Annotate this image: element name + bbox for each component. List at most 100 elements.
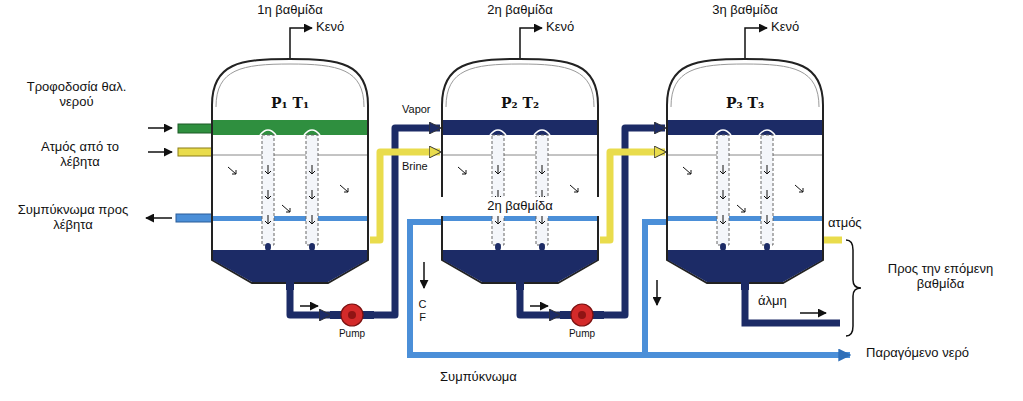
stage-heading: 1η βαθμίδα bbox=[257, 3, 322, 18]
pump-hub bbox=[578, 311, 586, 319]
vessel-outline bbox=[665, 55, 825, 290]
distribution-band bbox=[213, 120, 367, 135]
vapor-pipe bbox=[370, 152, 440, 240]
tube-inlet bbox=[534, 130, 550, 135]
condensate-band bbox=[213, 216, 367, 221]
flow-arrow bbox=[539, 165, 545, 174]
flow-arrow bbox=[282, 205, 290, 212]
flow-arrow bbox=[530, 305, 548, 307]
input-label: Ατμός από το λέβητα bbox=[24, 140, 136, 170]
vapor-pipe bbox=[600, 152, 665, 240]
vacuum-outlets bbox=[290, 28, 767, 59]
pump-label: Pump bbox=[339, 328, 365, 340]
flow-arrow bbox=[720, 215, 726, 224]
flow-arrow bbox=[300, 305, 318, 307]
stage-heading: 3η βαθμίδα bbox=[712, 3, 777, 18]
output-label: Συμπύκνωμα προς λέβητα bbox=[14, 203, 132, 233]
vessel-outline bbox=[210, 55, 370, 290]
pipe-label: Brine bbox=[400, 160, 430, 173]
evaporator-tube bbox=[306, 135, 318, 245]
droplet bbox=[764, 243, 770, 251]
distribution-band bbox=[668, 120, 822, 135]
evaporator-tube bbox=[761, 135, 773, 245]
outlet-stub bbox=[741, 282, 749, 290]
vessel-shell bbox=[212, 59, 368, 283]
flow-arrow bbox=[148, 151, 172, 153]
flow-arrow bbox=[458, 167, 466, 174]
tube-inlet bbox=[759, 130, 775, 135]
baffle-line bbox=[668, 155, 822, 156]
flow-arrow bbox=[495, 165, 501, 174]
outlet-stub bbox=[516, 282, 524, 290]
pump-casing bbox=[571, 304, 593, 326]
baffle-line bbox=[213, 155, 367, 156]
flow-arrow bbox=[495, 215, 501, 224]
distribution-band bbox=[443, 120, 597, 135]
pressure-temperature-label: P₃ T₃ bbox=[726, 95, 764, 111]
output-label: άλμη bbox=[758, 294, 787, 309]
vessel-shell bbox=[442, 59, 598, 283]
vessel-outline bbox=[440, 55, 600, 290]
flow-arrow bbox=[309, 215, 315, 224]
vessel-shell bbox=[667, 59, 823, 283]
flow-arrow bbox=[737, 205, 745, 212]
condensate-band bbox=[668, 216, 822, 221]
condensate-pipe bbox=[176, 214, 212, 222]
droplet bbox=[265, 243, 271, 251]
destination-label: Προς την επόμενη βαθμίδα bbox=[868, 262, 1013, 292]
droplet bbox=[539, 243, 545, 251]
evaporator-stage: 2η βαθμίδαP₂ T₂2η βαθμίδα bbox=[440, 55, 600, 290]
flow-arrow bbox=[265, 165, 271, 174]
vacuum-label: Κενό bbox=[771, 20, 799, 35]
tube-inlet bbox=[490, 130, 506, 135]
brine-pipe bbox=[290, 290, 330, 315]
vacuum-line bbox=[290, 28, 312, 59]
baffle-line bbox=[443, 155, 597, 156]
flow-arrow bbox=[539, 215, 545, 224]
flow-arrow bbox=[720, 165, 726, 174]
flow-arrow bbox=[265, 190, 271, 199]
pump-casing bbox=[341, 304, 363, 326]
flow-arrow bbox=[228, 167, 236, 174]
flow-arrow bbox=[656, 280, 658, 305]
pump-symbol: Pump bbox=[560, 302, 604, 342]
vacuum-line bbox=[520, 28, 542, 59]
vacuum-label: Κενό bbox=[546, 20, 574, 35]
droplet bbox=[309, 243, 315, 251]
brace bbox=[846, 240, 861, 336]
evaporator-stage: 1η βαθμίδαP₁ T₁ bbox=[210, 55, 370, 290]
brine-pipe bbox=[374, 128, 440, 315]
pipe-label: Vapor bbox=[400, 103, 433, 116]
flow-arrow bbox=[265, 215, 271, 224]
tube-inlet bbox=[715, 130, 731, 135]
tube-inlet bbox=[260, 130, 276, 135]
input-label: Τροφοδοσία θαλ. νερού bbox=[14, 80, 139, 110]
cf-label: C F bbox=[418, 298, 427, 323]
flow-arrow bbox=[340, 185, 348, 192]
pressure-temperature-label: P₁ T₁ bbox=[271, 95, 309, 111]
brine-pool bbox=[213, 250, 367, 282]
steam-pipe bbox=[178, 148, 212, 156]
flow-arrow bbox=[146, 217, 172, 219]
evaporator-tube bbox=[717, 135, 729, 245]
output-label: Παραγόμενο νερό bbox=[866, 346, 969, 361]
flow-arrow bbox=[795, 185, 803, 192]
flow-arrow bbox=[570, 185, 578, 192]
flow-arrow bbox=[720, 190, 726, 199]
flow-arrow bbox=[764, 190, 770, 199]
condensate-pipe bbox=[645, 222, 666, 355]
evaporator-tube bbox=[262, 135, 274, 245]
stage-heading: 2η βαθμίδα bbox=[487, 3, 552, 18]
pump-hub bbox=[348, 311, 356, 319]
tube-inlet bbox=[304, 130, 320, 135]
pump-label: Pump bbox=[569, 328, 595, 340]
pressure-temperature-label: P₂ T₂ bbox=[501, 95, 539, 111]
flow-arrow bbox=[309, 165, 315, 174]
brine-pipe bbox=[745, 290, 840, 323]
output-label: Συμπύκνωμα bbox=[440, 370, 517, 385]
flow-arrow bbox=[309, 190, 315, 199]
brine-pipe bbox=[520, 290, 560, 315]
